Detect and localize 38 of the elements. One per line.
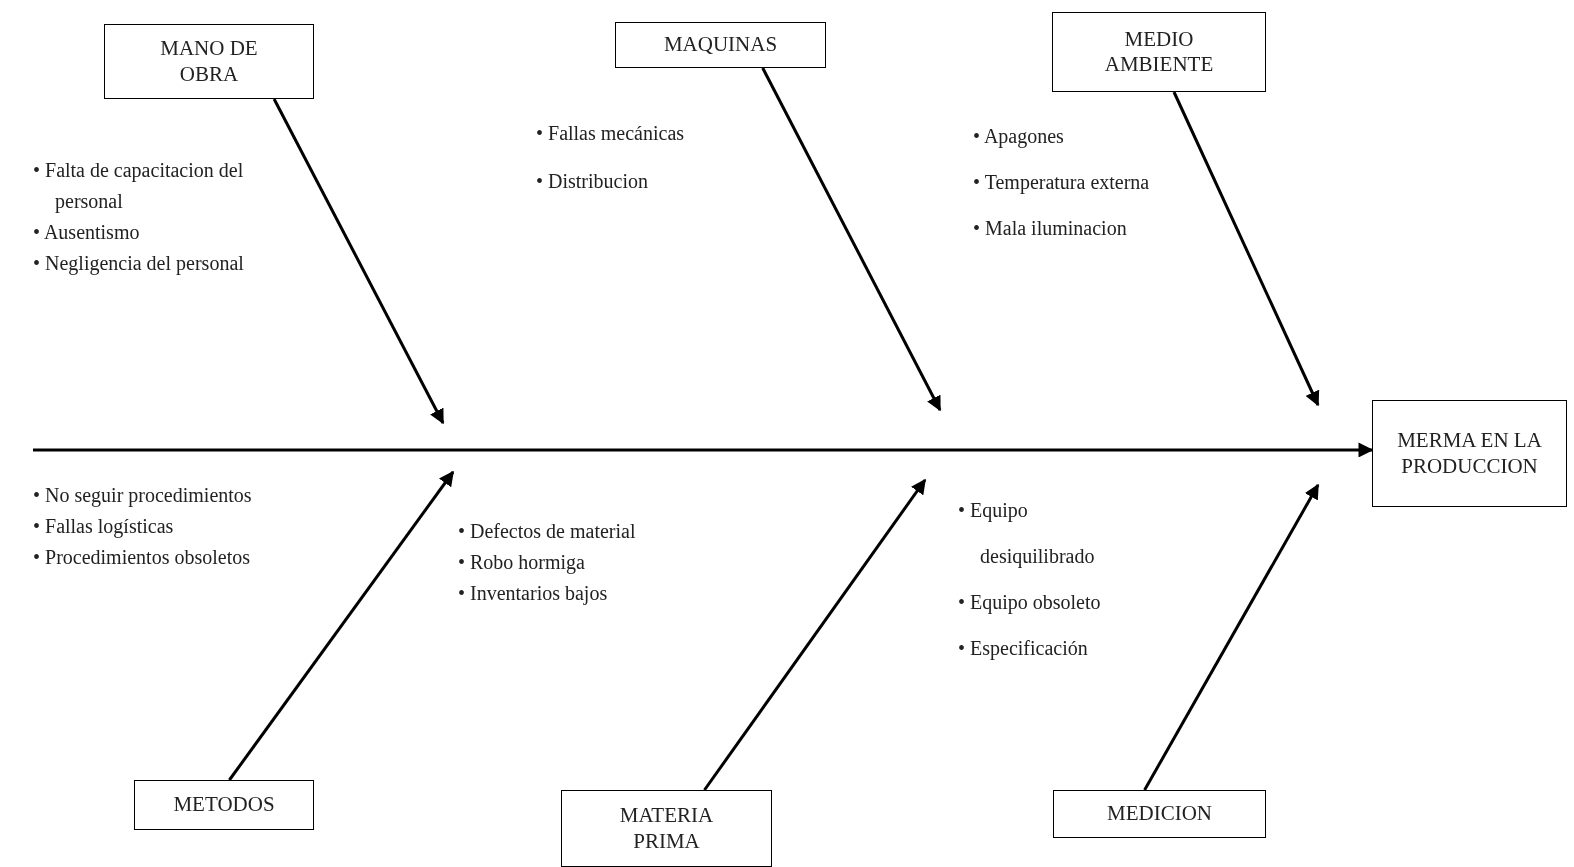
arrow (228, 470, 455, 781)
box-label: METODOS (173, 792, 275, 818)
box-label: MEDIO AMBIENTE (1103, 26, 1215, 78)
cause-item: • Especificación (957, 636, 1089, 662)
cause-item: • Fallas logísticas (32, 514, 175, 540)
cause-item: • Defectos de material (457, 519, 637, 544)
arrow (1143, 483, 1320, 791)
category-box (615, 22, 826, 68)
box-label: MERMA EN LA PRODUCCION (1396, 428, 1543, 479)
arrow (761, 67, 942, 412)
box-label: MAQUINAS (663, 32, 778, 58)
category-box (1053, 790, 1266, 838)
category-box (1052, 12, 1266, 92)
cause-item: • Apagones (972, 124, 1065, 150)
cause-item: • Negligencia del personal (32, 251, 245, 277)
cause-item: • Equipo desiquilibrado (957, 498, 1096, 570)
cause-item: • Temperatura externa (972, 170, 1151, 196)
cause-item: • Ausentismo (32, 220, 141, 245)
box-label: MANO DE OBRA (159, 36, 259, 87)
arrow (1172, 91, 1320, 407)
box-label: MEDICION (1107, 801, 1212, 827)
category-box (134, 780, 314, 830)
cause-item: • No seguir procedimientos (32, 483, 253, 509)
arrow (703, 478, 927, 791)
arrow (33, 442, 1374, 458)
cause-item: • Procedimientos obsoletos (32, 545, 251, 570)
cause-item: • Equipo obsoleto (957, 590, 1102, 616)
cause-item: • Fallas mecánicas (535, 121, 686, 146)
cause-item: • Falta de capacitacion del personal (32, 158, 245, 215)
cause-item: • Distribucion (535, 169, 649, 194)
cause-item: • Inventarios bajos (457, 581, 609, 607)
category-box (104, 24, 314, 99)
box-label: MATERIA PRIMA (618, 803, 715, 854)
category-box (561, 790, 772, 867)
cause-item: • Mala iluminacion (972, 216, 1128, 241)
category-box (1372, 400, 1567, 507)
arrow (272, 98, 445, 425)
cause-item: • Robo hormiga (457, 550, 586, 576)
